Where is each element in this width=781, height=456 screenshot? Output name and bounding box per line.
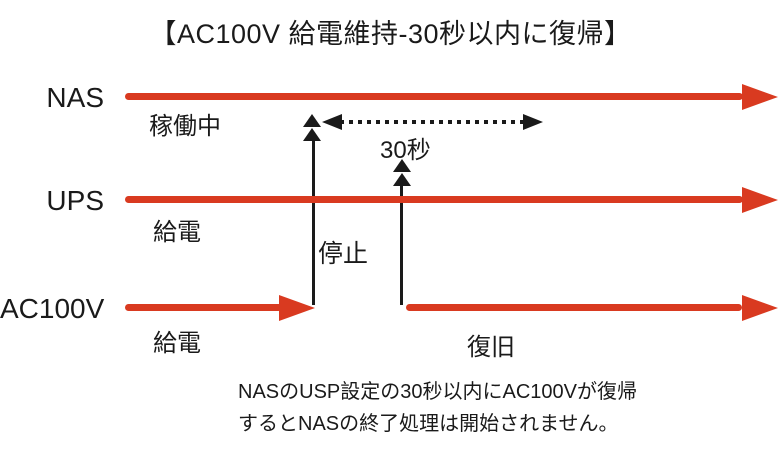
ups-timeline-arrowhead-icon bbox=[742, 187, 778, 213]
ac100v-timeline-line-after-restore bbox=[406, 304, 742, 311]
diagram-title: 【AC100V 給電維持-30秒以内に復帰】 bbox=[149, 19, 632, 49]
restore-arrow-shaft bbox=[400, 185, 403, 305]
nas-timeline-line bbox=[125, 93, 743, 100]
restore-arrow-head2-icon bbox=[393, 173, 411, 186]
nas-timeline-arrowhead-icon bbox=[742, 84, 778, 110]
row-label-nas: NAS bbox=[46, 82, 104, 113]
explanation-note: NASのUSP設定の30秒以内にAC100Vが復帰 するとNASの終了処理は開始… bbox=[238, 376, 637, 440]
row-label-ups: UPS bbox=[46, 185, 104, 216]
ac100v-timeline-arrowhead-icon bbox=[742, 295, 778, 321]
stop-arrow-shaft bbox=[312, 140, 315, 305]
stop-arrow-head-icon bbox=[303, 114, 321, 127]
restore-arrow-head-icon bbox=[393, 159, 411, 172]
stop-arrow-head2-icon bbox=[303, 128, 321, 141]
duration-arrow-left-icon bbox=[322, 114, 342, 130]
restore-label: 復旧 bbox=[467, 334, 515, 361]
duration-arrow-dotted-line bbox=[340, 120, 524, 124]
ac100v-timeline-line-before-outage bbox=[125, 304, 282, 311]
stop-label: 停止 bbox=[318, 240, 369, 268]
duration-arrow-right-icon bbox=[523, 114, 543, 130]
ups-status-label: 給電 bbox=[153, 219, 201, 246]
row-label-ac100v: AC100V bbox=[0, 293, 105, 324]
ac100v-outage-arrowhead-icon bbox=[279, 295, 315, 321]
explanation-note-line1: NASのUSP設定の30秒以内にAC100Vが復帰 bbox=[238, 381, 637, 403]
explanation-note-line2: するとNASの終了処理は開始されません。 bbox=[238, 413, 619, 435]
ac100v-status-label: 給電 bbox=[153, 330, 201, 357]
duration-label: 30秒 bbox=[380, 137, 431, 164]
ups-timeline-line bbox=[125, 196, 743, 203]
nas-status-label: 稼働中 bbox=[149, 113, 221, 140]
